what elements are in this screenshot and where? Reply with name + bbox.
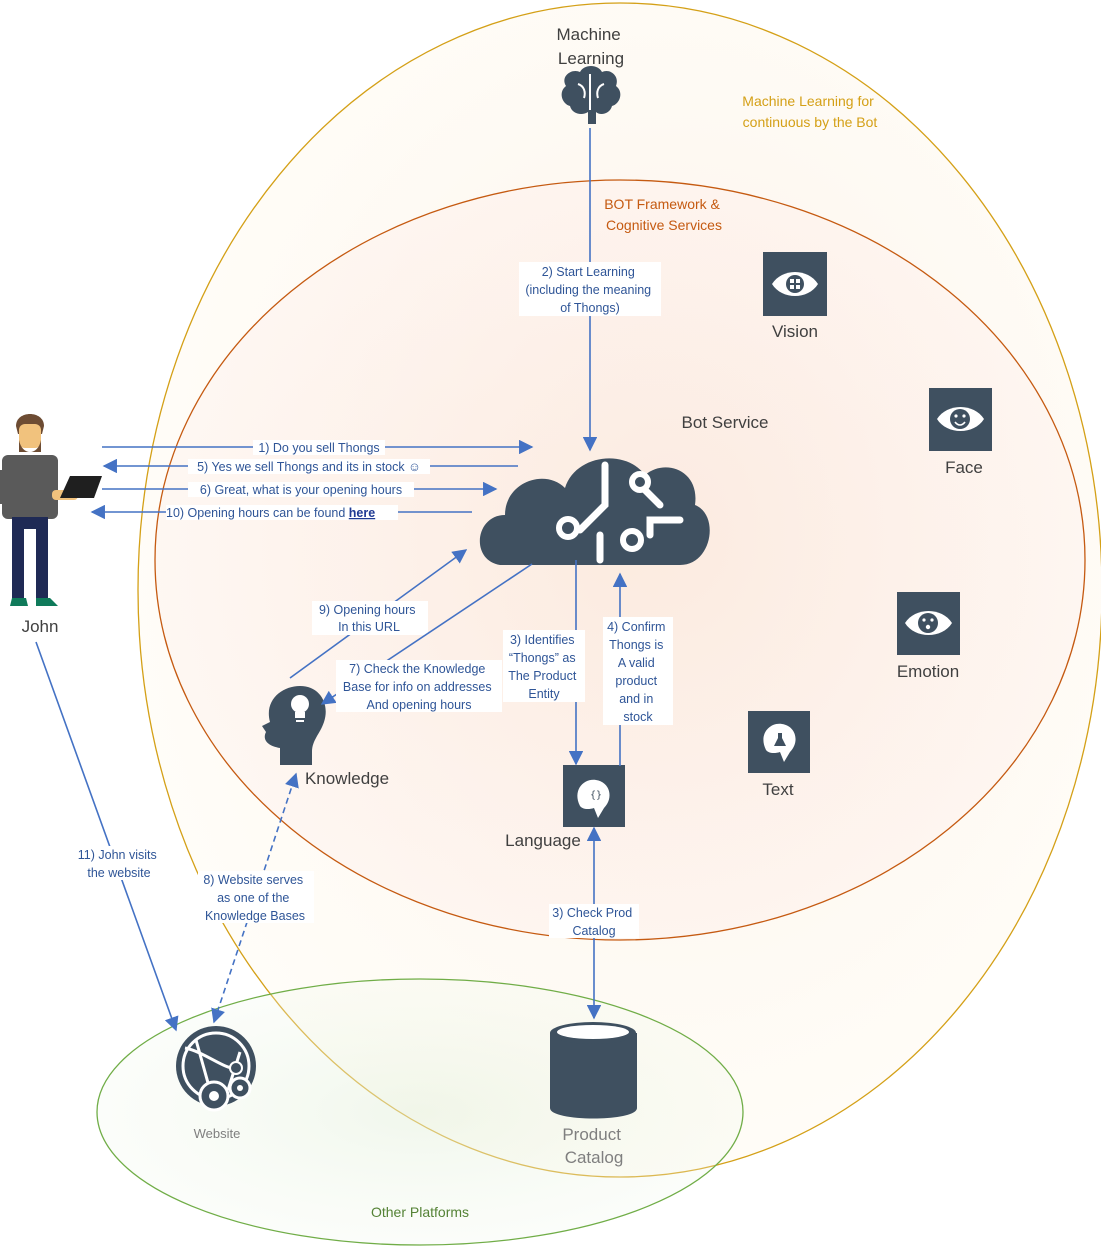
step-4-label: 4) Confirm Thongs is A valid product and…	[607, 620, 669, 724]
bot-service-label: Bot Service	[682, 413, 769, 432]
machine-learning-label: Machine Learning	[557, 25, 626, 68]
step-3-label: 3) Identifies “Thongs” as The Product En…	[508, 633, 580, 701]
other-platforms-label: Other Platforms	[371, 1204, 469, 1220]
person-laptop-icon	[0, 414, 102, 606]
step4-bg	[603, 617, 673, 725]
step-1-label: 1) Do you sell Thongs	[258, 441, 379, 455]
speech-bubble-braces-icon: {}	[563, 765, 625, 827]
step11-bg	[72, 846, 166, 880]
step10-bg	[166, 505, 398, 520]
john-label: John	[22, 617, 59, 636]
step-7-label: 7) Check the Knowledge Base for info on …	[343, 662, 495, 712]
globe-gears-icon	[176, 1026, 256, 1112]
brain-icon	[561, 66, 621, 124]
step-11-label: 11) John visits the website	[78, 848, 160, 880]
step5-bg	[188, 459, 430, 474]
head-lightbulb-icon	[262, 686, 326, 765]
step-3b-label: 3) Check Prod Catalog	[552, 906, 635, 938]
step-9-label: 9) Opening hours In this URL	[319, 603, 419, 634]
cloud-circuit-icon	[479, 458, 710, 565]
bot-framework-zone-label: BOT Framework & Cognitive Services	[604, 196, 724, 233]
svg-text:{}: {}	[590, 790, 602, 801]
machine-learning-zone-label: Machine Learning for continuous by the B…	[742, 93, 877, 130]
step1-bg	[253, 440, 385, 455]
vision-label: Vision	[772, 322, 818, 341]
text-label: Text	[762, 780, 793, 799]
face-label: Face	[945, 458, 983, 477]
emotion-label: Emotion	[897, 662, 959, 681]
website-label: Website	[194, 1126, 241, 1141]
step3b-bg	[549, 904, 639, 938]
eye-emotion-icon	[897, 592, 960, 655]
eye-icon	[763, 252, 827, 316]
step6-bg	[188, 482, 414, 497]
product-catalog-label: Product Catalog	[562, 1125, 625, 1167]
step-8-label: 8) Website serves as one of the Knowledg…	[203, 873, 306, 923]
step-10-label: 10) Opening hours can be found here	[166, 506, 375, 520]
step9-bg	[312, 601, 428, 635]
language-label: Language	[505, 831, 581, 850]
here-link[interactable]: here	[349, 506, 375, 520]
knowledge-label: Knowledge	[305, 769, 389, 788]
step7-bg	[336, 660, 502, 712]
step-5-label: 5) Yes we sell Thongs and its in stock ☺	[197, 460, 421, 474]
flow-11	[35, 641, 179, 1032]
step8-bg	[198, 871, 314, 923]
step-6-label: 6) Great, what is your opening hours	[200, 483, 402, 497]
step-2-label: 2) Start Learning (including the meaning…	[525, 265, 654, 315]
step2-bg	[519, 262, 661, 316]
speech-bubble-flask-icon	[748, 711, 810, 773]
database-icon	[550, 1022, 637, 1119]
eye-smile-icon	[929, 388, 992, 451]
step3-bg	[503, 630, 585, 702]
